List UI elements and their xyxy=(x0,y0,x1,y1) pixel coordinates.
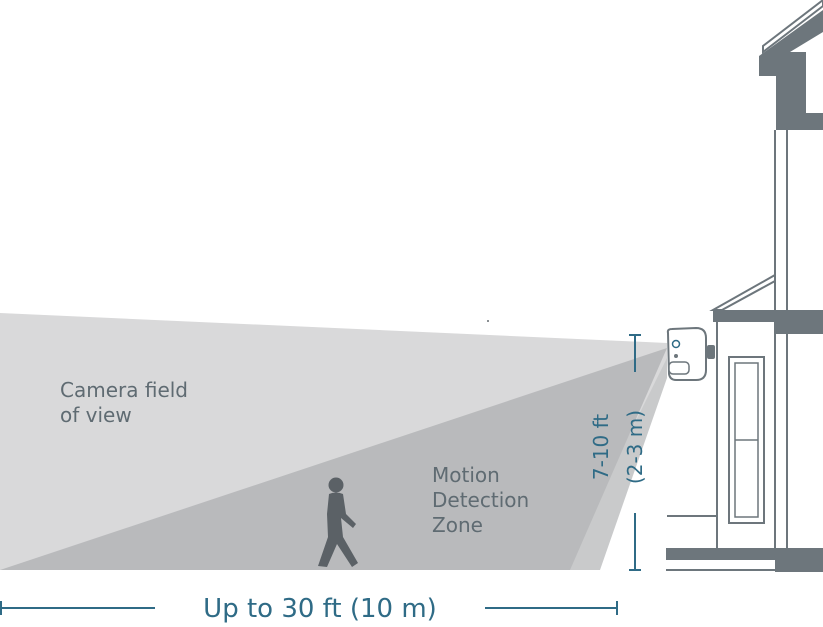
house xyxy=(666,0,823,572)
house-foundation xyxy=(775,548,823,572)
camera-icon xyxy=(666,326,715,381)
motion-zone-label-line1: Motion xyxy=(432,463,500,487)
porch-eave xyxy=(713,310,775,322)
motion-detection-zone-area xyxy=(0,348,667,570)
distance-indicator xyxy=(0,601,618,615)
distance-label: Up to 30 ft (10 m) xyxy=(203,594,437,624)
height-label-line2: (2-3 m) xyxy=(623,410,647,484)
camera-fov-label-line1: Camera field xyxy=(60,378,188,402)
house-roof xyxy=(762,0,823,55)
motion-zone-label-line3: Zone xyxy=(432,513,483,537)
height-label-line1: 7-10 ft xyxy=(589,414,613,480)
walking-person-icon xyxy=(318,477,358,567)
speck xyxy=(487,320,489,322)
house-roof-fascia xyxy=(759,10,823,130)
house-beam xyxy=(775,310,823,334)
camera-fov-label-line2: of view xyxy=(60,403,132,427)
height-indicator xyxy=(629,334,641,571)
porch-roof xyxy=(709,273,776,311)
motion-zone-label-line2: Detection xyxy=(432,488,529,512)
